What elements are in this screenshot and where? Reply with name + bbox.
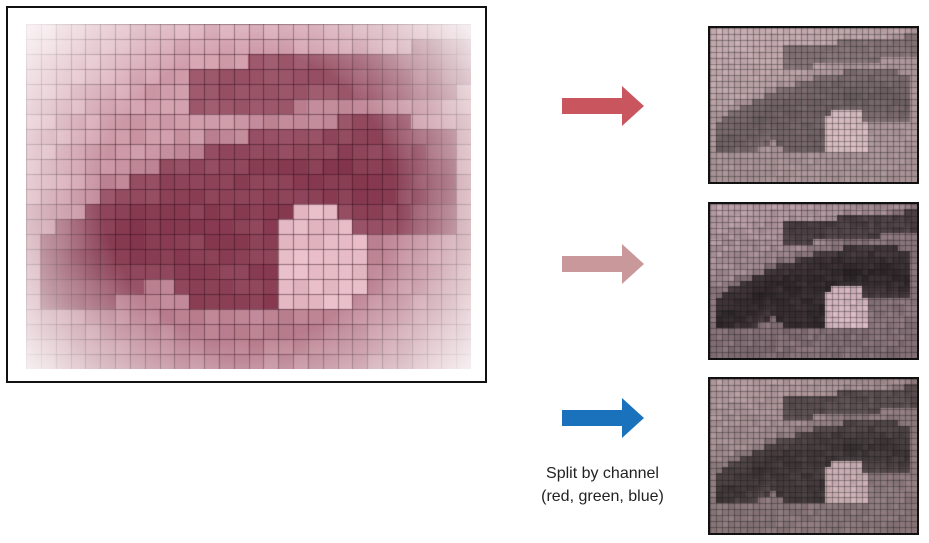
red-channel-image-frame <box>708 26 919 184</box>
green-channel-arrow <box>562 244 644 284</box>
blue-channel-grayscale-image <box>710 379 917 533</box>
green-channel-grayscale-image <box>710 204 917 358</box>
red-channel-grayscale-image <box>710 28 917 182</box>
caption-line-2: (red, green, blue) <box>541 488 664 505</box>
blue-channel-image-frame <box>708 377 919 535</box>
source-pixelated-eye-image <box>26 24 471 369</box>
split-by-channel-caption: Split by channel (red, green, blue) <box>520 462 685 508</box>
blue-channel-arrow <box>562 398 644 438</box>
caption-line-1: Split by channel <box>546 465 659 482</box>
source-image-frame <box>6 6 487 383</box>
red-channel-arrow <box>562 86 644 126</box>
green-channel-image-frame <box>708 202 919 360</box>
